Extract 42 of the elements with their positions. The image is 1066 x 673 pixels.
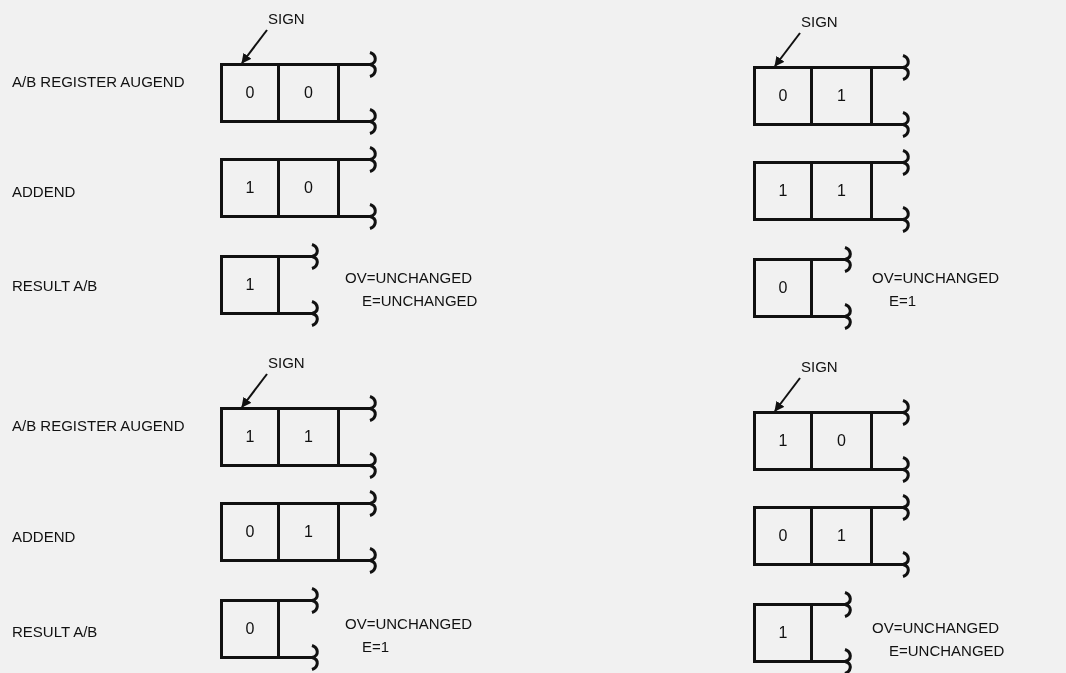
- bit-cell: 1: [220, 407, 280, 467]
- bit-cell: 0: [753, 258, 813, 318]
- bit-cell: 0: [277, 63, 340, 123]
- bit-cell: 0: [220, 63, 280, 123]
- bit-cell: 1: [220, 255, 280, 315]
- leader-arrow: [241, 373, 268, 408]
- row-label: ADDEND: [12, 182, 76, 202]
- status-text: E=UNCHANGED: [362, 291, 478, 311]
- bit-cell: 1: [753, 603, 813, 663]
- row-label: A/B REGISTER AUGEND: [12, 416, 186, 436]
- bit-cell: 1: [810, 506, 873, 566]
- leader-arrow: [774, 377, 801, 412]
- bit-cell: 1: [753, 161, 813, 221]
- bit-cell: 0: [220, 502, 280, 562]
- leader-arrow: [774, 32, 801, 67]
- status-text: OV=UNCHANGED: [872, 268, 1000, 288]
- bit-cell: 1: [753, 411, 813, 471]
- status-text: E=UNCHANGED: [889, 641, 1005, 661]
- bit-cell: 1: [810, 66, 873, 126]
- bit-cell: 1: [277, 502, 340, 562]
- row-label: RESULT A/B: [12, 622, 98, 642]
- row-label: ADDEND: [12, 527, 76, 547]
- bit-cell: 0: [277, 158, 340, 218]
- bit-cell: 0: [753, 66, 813, 126]
- sign-label: SIGN: [801, 13, 853, 31]
- status-text: E=1: [362, 637, 390, 657]
- bit-cell: 1: [220, 158, 280, 218]
- bit-cell: 1: [277, 407, 340, 467]
- row-label: A/B REGISTER AUGEND: [12, 72, 186, 92]
- status-text: OV=UNCHANGED: [872, 618, 1000, 638]
- leader-arrow: [241, 29, 268, 64]
- bit-cell: 0: [753, 506, 813, 566]
- row-label: RESULT A/B: [12, 276, 98, 296]
- status-text: E=1: [889, 291, 917, 311]
- sign-label: SIGN: [268, 354, 320, 372]
- sign-label: SIGN: [801, 358, 853, 376]
- status-text: OV=UNCHANGED: [345, 614, 473, 634]
- bit-cell: 0: [810, 411, 873, 471]
- status-text: OV=UNCHANGED: [345, 268, 473, 288]
- bit-cell: 0: [220, 599, 280, 659]
- bit-cell: 1: [810, 161, 873, 221]
- sign-label: SIGN: [268, 10, 320, 28]
